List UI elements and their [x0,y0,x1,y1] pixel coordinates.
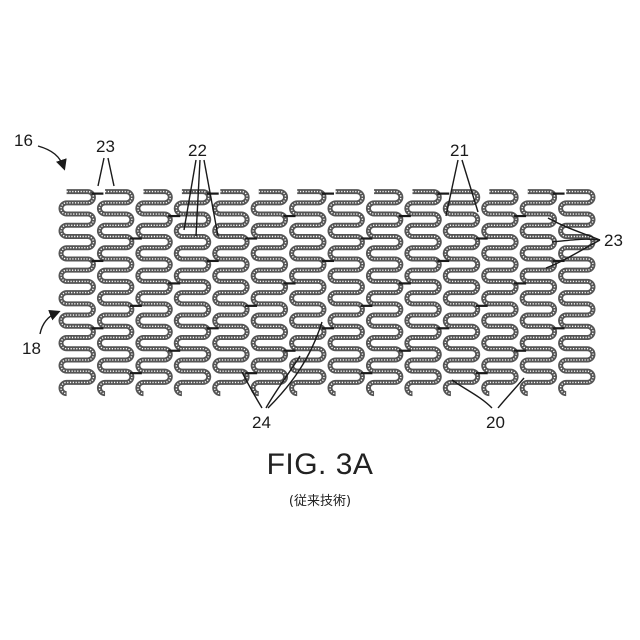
label-16: 16 [14,131,33,150]
leader-23-left-a [98,158,104,186]
stent-ring-texture [176,192,208,394]
label-23-left: 23 [96,137,115,156]
stent-ring-texture [253,192,285,394]
label-21: 21 [450,141,469,160]
stent-ring-texture [368,192,400,394]
leader-22-a [184,160,196,230]
stent-ring-texture [215,192,247,394]
label-22: 22 [188,141,207,160]
stent-ring-texture [330,192,362,394]
stent-ring-texture [484,192,516,394]
leader-21-a [446,160,458,216]
leader-16 [38,146,64,168]
stent-ring-texture [445,192,477,394]
label-23-right: 23 [604,231,623,250]
leader-18 [40,312,58,334]
stent-ring-texture [407,192,439,394]
stent-ring-texture [61,192,93,394]
label-18: 18 [22,339,41,358]
stent-ring-texture [99,192,131,394]
label-20: 20 [486,413,505,432]
figure-title: FIG. 3A [0,448,640,482]
stent-ring-texture [561,192,593,394]
figure-subtitle: (従来技術) [0,490,640,509]
stent-ring-texture [138,192,170,394]
leader-24-a [242,372,262,408]
label-24: 24 [252,413,271,432]
stent-ring-texture [522,192,554,394]
stent-mesh [61,192,593,394]
stent-ring-texture [292,192,324,394]
leader-23-left-b [108,158,114,186]
